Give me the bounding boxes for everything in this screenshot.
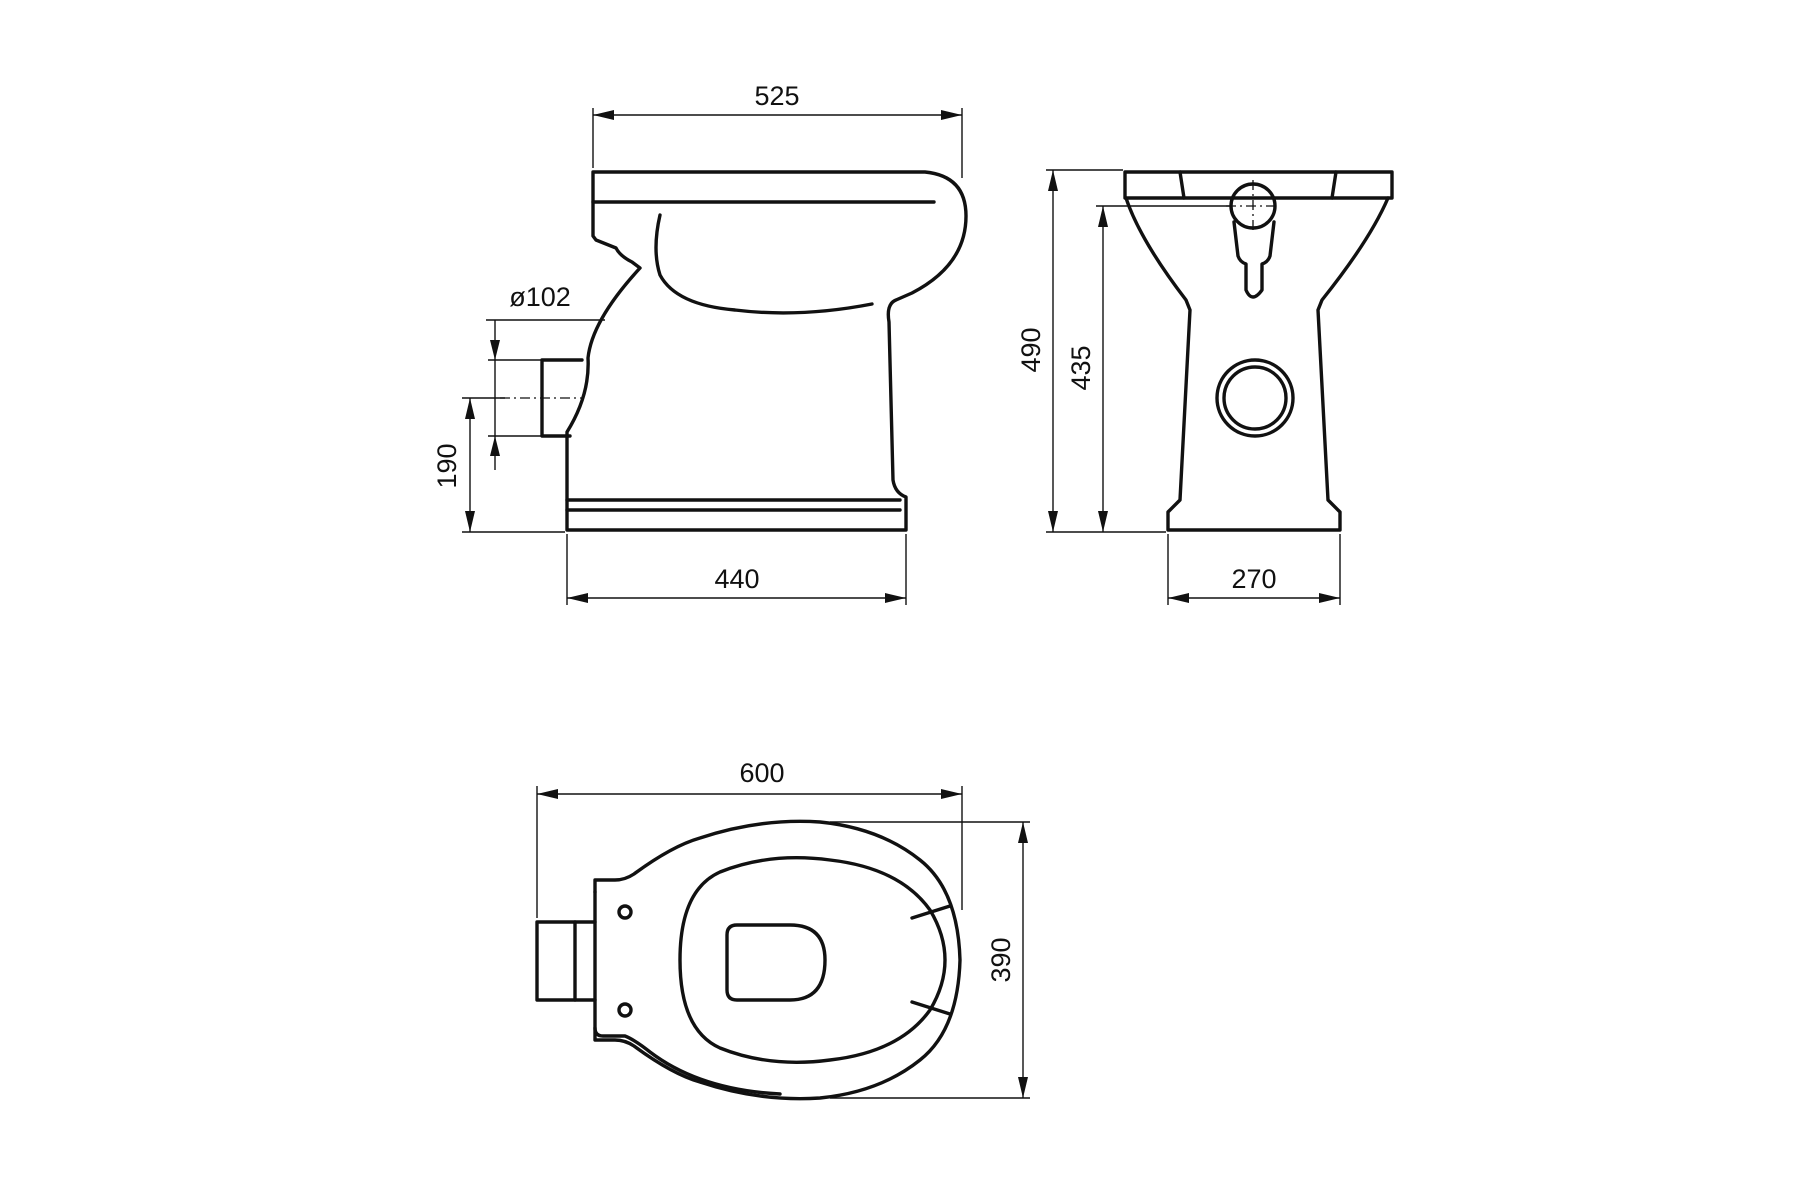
base-width-label: 270 (1231, 564, 1276, 594)
dimension-outlet-height: 190 (432, 397, 565, 533)
plan-view (535, 819, 962, 1101)
dimension-plan-length: 600 (536, 758, 963, 918)
overall-height-label: 490 (1016, 327, 1046, 372)
dimension-overall-height: 490 (1016, 169, 1166, 533)
top-width-label: 525 (754, 81, 799, 111)
flush-pipe (1232, 220, 1276, 299)
plan-view-body (593, 890, 782, 1096)
dimension-base-width: 270 (1167, 534, 1341, 605)
outlet-diameter-label: ø102 (509, 282, 571, 312)
dimension-rim-height: 435 (1066, 205, 1230, 532)
plan-view-front-ridge-top (910, 904, 952, 920)
dimension-outlet-diameter: ø102 (486, 282, 605, 470)
base-depth-label: 440 (714, 564, 759, 594)
plan-width-label: 390 (986, 937, 1016, 982)
side-view (500, 170, 968, 532)
front-outlet-outer (1215, 358, 1295, 438)
front-view-body (1124, 196, 1390, 532)
hinge-hole-top (617, 904, 633, 920)
plan-view-outline (593, 819, 962, 1101)
front-outlet-inner (1222, 365, 1288, 431)
front-view-rim (1123, 170, 1394, 200)
dimension-top-width: 525 (592, 81, 963, 178)
front-view-rim-divider-left (1178, 170, 1186, 200)
hinge-hole-bottom (617, 1002, 633, 1018)
plan-view-bowl-rim (678, 856, 947, 1064)
front-view-rim-divider-right (1330, 170, 1338, 200)
outlet-height-label: 190 (432, 443, 462, 488)
dimension-plan-width: 390 (830, 821, 1030, 1099)
plan-view-water (725, 923, 827, 1002)
rim-height-label: 435 (1066, 345, 1096, 390)
side-view-rim (565, 170, 968, 532)
front-view (1123, 170, 1394, 532)
dimension-base-depth: 440 (566, 534, 907, 605)
plan-view-front-ridge-bottom (910, 1000, 952, 1016)
plan-view-outlet (535, 920, 597, 1002)
side-view-bowl (654, 213, 874, 315)
plan-length-label: 600 (739, 758, 784, 788)
